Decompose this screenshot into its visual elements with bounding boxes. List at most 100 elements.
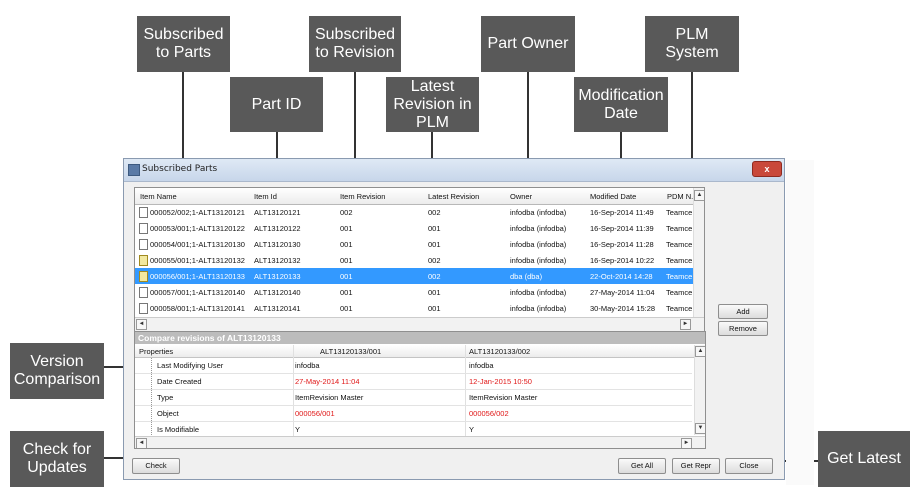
cell-owner: infodba (infodba) xyxy=(510,224,567,233)
scroll-right-arrow-icon[interactable]: ► xyxy=(681,438,692,448)
parts-grid: Item Name Item Id Item Revision Latest R… xyxy=(134,187,705,332)
callout-modification-date: Modification Date xyxy=(574,77,668,132)
value-revision-a: ItemRevision Master xyxy=(295,393,364,402)
table-row[interactable]: 000054/001;1-ALT13120130 ALT13120130 001… xyxy=(135,236,695,252)
column-header-latest-revision[interactable]: Latest Revision xyxy=(428,192,480,201)
table-row[interactable]: 000058/001;1-ALT13120141 ALT13120141 001… xyxy=(135,300,695,316)
grid-header: Item Name Item Id Item Revision Latest R… xyxy=(135,188,704,205)
cell-item-id: ALT13120141 xyxy=(254,304,301,313)
compare-row[interactable]: Object 000056/001 000056/002 xyxy=(135,406,692,422)
close-button[interactable]: Close xyxy=(725,458,773,474)
compare-title: Compare revisions of ALT13120133 xyxy=(135,332,705,344)
add-button[interactable]: Add xyxy=(718,304,768,319)
cell-pdm: Teamce xyxy=(666,256,693,265)
tree-line xyxy=(151,358,153,373)
tree-line xyxy=(151,390,153,405)
scroll-up-arrow-icon[interactable]: ▲ xyxy=(695,346,705,357)
cell-pdm: Teamce xyxy=(666,240,693,249)
scroll-right-arrow-icon[interactable]: ► xyxy=(680,319,691,330)
cell-owner: infodba (infodba) xyxy=(510,256,567,265)
column-header-item-revision[interactable]: Item Revision xyxy=(340,192,386,201)
cell-item-id: ALT13120132 xyxy=(254,256,301,265)
value-revision-b-diff: 12-Jan-2015 10:50 xyxy=(469,377,532,386)
compare-row[interactable]: Type ItemRevision Master ItemRevision Ma… xyxy=(135,390,692,406)
property-name: Is Modifiable xyxy=(157,425,200,434)
cell-latest-revision: 002 xyxy=(428,208,441,217)
cell-item-name: 000052/002;1-ALT13120121 xyxy=(150,208,245,217)
callout-part-owner: Part Owner xyxy=(481,16,575,72)
column-header-item-id[interactable]: Item Id xyxy=(254,192,277,201)
grid-horizontal-scrollbar[interactable]: ◄ ► xyxy=(135,317,704,331)
compare-header-properties: Properties xyxy=(139,347,174,356)
compare-row[interactable]: Date Created 27-May-2014 11:04 12-Jan-20… xyxy=(135,374,692,390)
callout-check-for-updates: Check for Updates xyxy=(10,431,104,487)
callout-version-comparison: Version Comparison xyxy=(10,343,104,399)
table-row[interactable]: 000057/001;1-ALT13120140 ALT13120140 001… xyxy=(135,284,695,300)
cell-modified-date: 16-Sep-2014 11:39 xyxy=(590,224,654,233)
cell-item-id: ALT13120140 xyxy=(254,288,301,297)
get-all-button[interactable]: Get All xyxy=(618,458,666,474)
property-name: Last Modifying User xyxy=(157,361,224,370)
compare-row[interactable]: Last Modifying User infodba infodba xyxy=(135,358,692,374)
property-name: Object xyxy=(157,409,179,418)
tree-line xyxy=(151,406,153,421)
cell-latest-revision: 001 xyxy=(428,224,441,233)
callout-subscribed-to-revision: Subscribed to Revision xyxy=(309,16,401,72)
value-revision-a: Y xyxy=(295,425,301,434)
cell-item-name: 000057/001;1-ALT13120140 xyxy=(150,288,245,297)
subscribed-parts-dialog: Subscribed Parts x Item Name Item Id Ite… xyxy=(123,158,785,480)
cell-modified-date: 16-Sep-2014 10:22 xyxy=(590,256,655,265)
table-row-selected[interactable]: 000056/001;1-ALT13120133 ALT13120133 001… xyxy=(135,268,695,284)
compare-header: Properties ALT13120133/001 ALT13120133/0… xyxy=(135,345,695,358)
cell-item-revision: 001 xyxy=(340,304,353,313)
value-revision-a: infodba xyxy=(295,361,320,370)
cell-modified-date: 16-Sep-2014 11:49 xyxy=(590,208,654,217)
callout-line xyxy=(691,72,693,192)
value-revision-b: ItemRevision Master xyxy=(469,393,538,402)
value-revision-a-diff: 27-May-2014 11:04 xyxy=(295,377,360,386)
scroll-left-arrow-icon[interactable]: ◄ xyxy=(136,319,147,330)
cell-owner: infodba (infodba) xyxy=(510,240,567,249)
table-row[interactable]: 000055/001;1-ALT13120132 ALT13120132 001… xyxy=(135,252,695,268)
cell-item-revision: 001 xyxy=(340,288,353,297)
cell-latest-revision: 002 xyxy=(428,256,441,265)
value-revision-b-diff: 000056/002 xyxy=(469,409,509,418)
value-revision-a-diff: 000056/001 xyxy=(295,409,335,418)
cell-pdm: Teamce xyxy=(666,208,693,217)
column-header-item-name[interactable]: Item Name xyxy=(140,192,177,201)
column-header-owner[interactable]: Owner xyxy=(510,192,533,201)
callout-subscribed-to-parts: Subscribed to Parts xyxy=(137,16,230,72)
cell-pdm: Teamce xyxy=(666,224,693,233)
compare-vertical-scrollbar[interactable]: ▲ ▼ xyxy=(694,345,705,435)
cell-owner: infodba (infodba) xyxy=(510,208,567,217)
column-divider xyxy=(293,345,294,437)
modified-document-icon xyxy=(139,271,148,282)
callout-line xyxy=(354,72,356,192)
compare-horizontal-scrollbar[interactable]: ◄ ► xyxy=(135,436,705,448)
value-revision-b: Y xyxy=(469,425,475,434)
column-divider xyxy=(465,345,466,437)
table-row[interactable]: 000053/001;1-ALT13120122 ALT13120122 001… xyxy=(135,220,695,236)
close-window-button[interactable]: x xyxy=(752,161,782,177)
remove-button[interactable]: Remove xyxy=(718,321,768,336)
cell-modified-date: 16-Sep-2014 11:28 xyxy=(590,240,654,249)
scroll-up-arrow-icon[interactable]: ▲ xyxy=(694,190,704,201)
table-row[interactable]: 000052/002;1-ALT13120121 ALT13120121 002… xyxy=(135,204,695,220)
cell-owner: infodba (infodba) xyxy=(510,304,567,313)
cell-item-revision: 002 xyxy=(340,208,353,217)
scroll-left-arrow-icon[interactable]: ◄ xyxy=(136,438,147,448)
column-header-pdm[interactable]: PDM N... xyxy=(667,192,698,201)
window-shadow xyxy=(786,160,814,485)
check-button[interactable]: Check xyxy=(132,458,180,474)
scroll-down-arrow-icon[interactable]: ▼ xyxy=(695,423,705,434)
grid-vertical-scrollbar[interactable]: ▲ xyxy=(693,188,704,317)
compare-header-revision-a: ALT13120133/001 xyxy=(320,347,382,356)
cell-item-name: 000058/001;1-ALT13120141 xyxy=(150,304,245,313)
document-icon xyxy=(139,287,148,298)
cell-item-revision: 001 xyxy=(340,272,353,281)
cell-owner: infodba (infodba) xyxy=(510,288,567,297)
callout-latest-revision: Latest Revision in PLM xyxy=(386,77,479,132)
get-repr-button[interactable]: Get Repr xyxy=(672,458,720,474)
cell-item-name: 000056/001;1-ALT13120133 xyxy=(150,272,245,281)
column-header-modified-date[interactable]: Modified Date xyxy=(590,192,637,201)
